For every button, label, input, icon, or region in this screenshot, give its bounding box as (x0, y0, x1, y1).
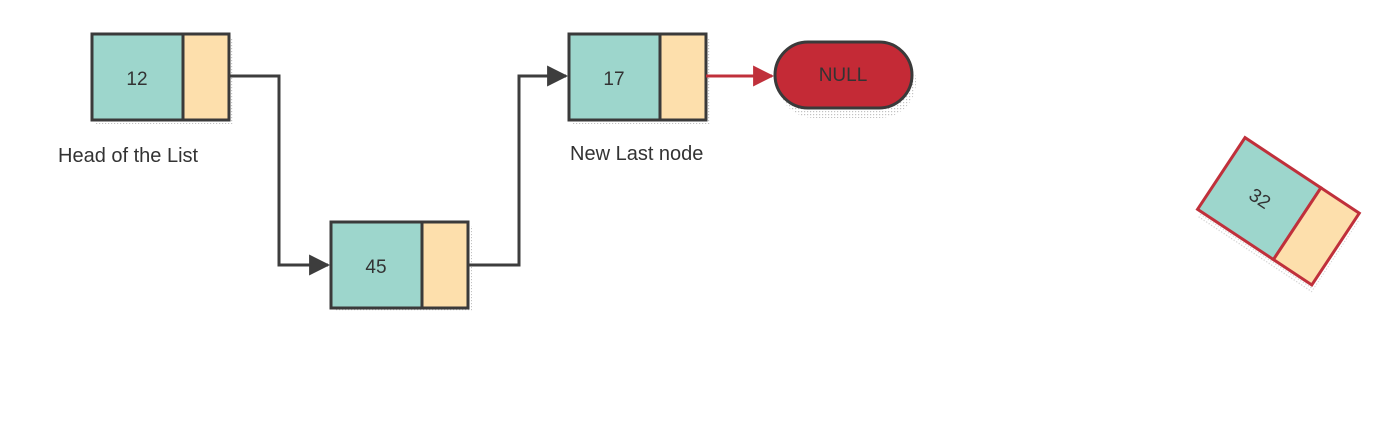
head-label: Head of the List (58, 145, 199, 167)
null-label: NULL (819, 65, 868, 86)
list-node-last: 17 (567, 32, 710, 124)
node-pointer-cell (181, 32, 231, 122)
node-pointer-cell (658, 32, 708, 122)
arrow-head-to-middle (229, 74, 331, 276)
null-terminator: NULL (773, 40, 916, 118)
node-pointer-cell (1271, 185, 1362, 288)
arrow-middle-to-last (468, 65, 569, 267)
last-node-label: New Last node (570, 143, 703, 165)
null-pill (773, 40, 914, 110)
list-node-head: 12 (90, 32, 233, 124)
node-value: 17 (603, 69, 624, 90)
list-node-new: 32 (1195, 135, 1362, 293)
node-pointer-cell (420, 220, 470, 310)
node-data-cell (567, 32, 662, 122)
node-value: 12 (126, 69, 147, 90)
list-node-middle: 45 (329, 220, 472, 312)
node-value: 45 (365, 257, 386, 278)
node-data-cell (90, 32, 185, 122)
